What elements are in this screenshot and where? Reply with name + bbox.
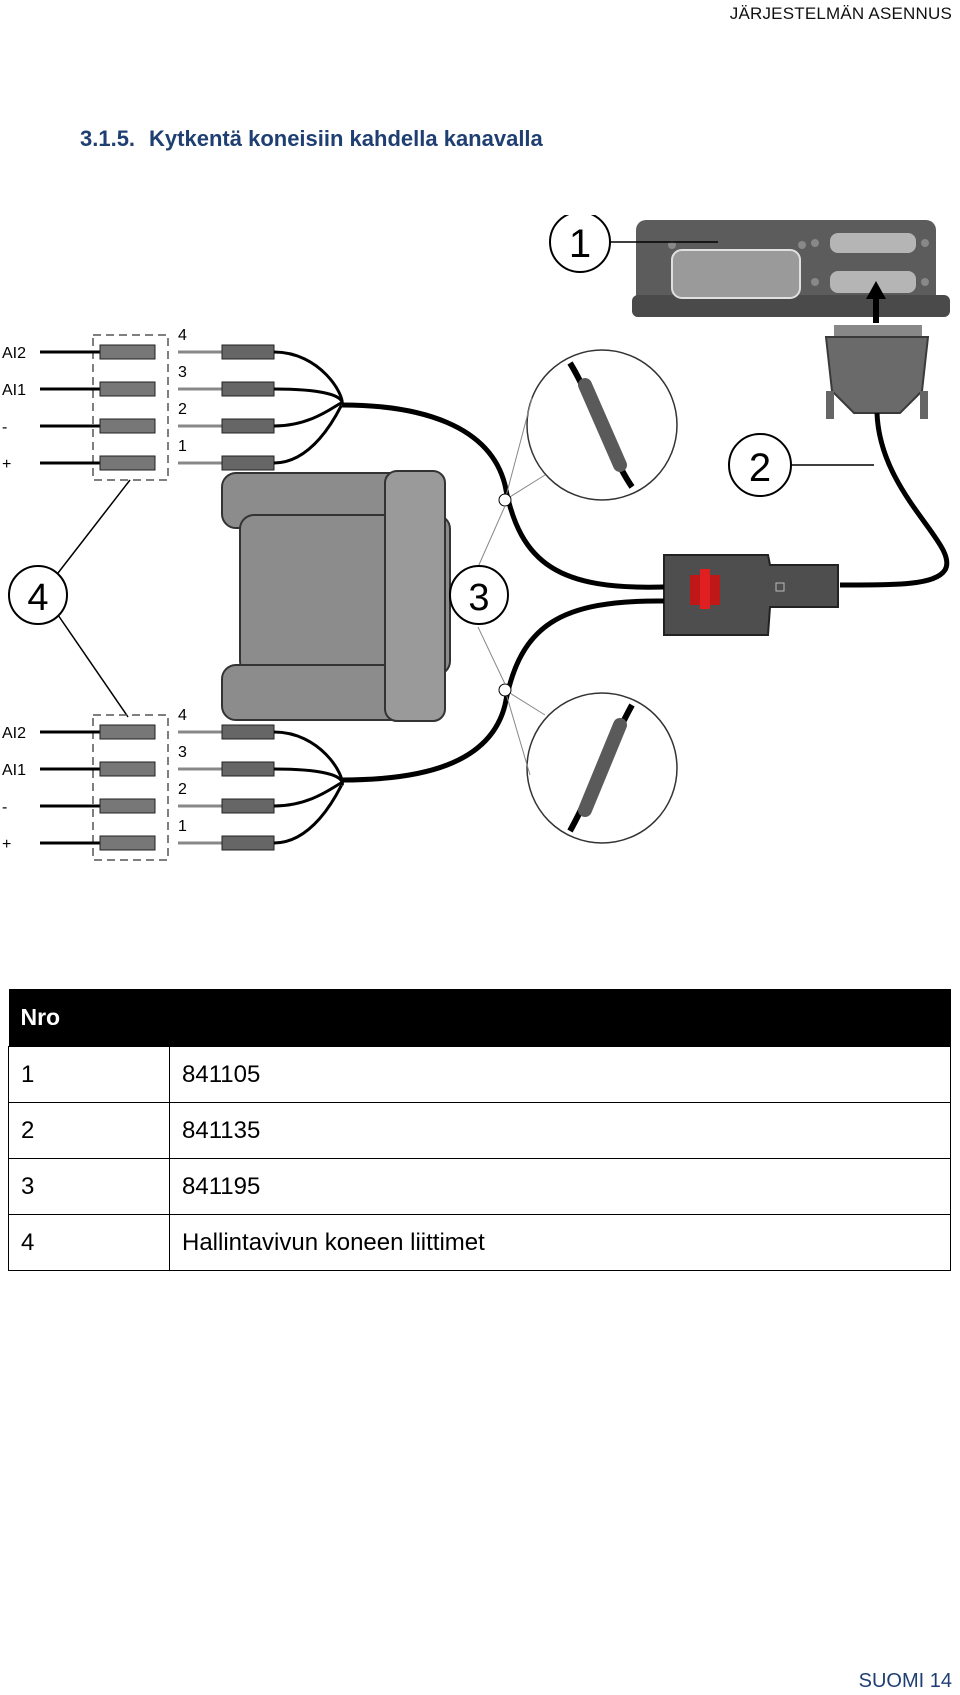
table-cell-desc: 841195 [169, 1158, 951, 1215]
machine-terminal [99, 381, 156, 397]
harness-plug [221, 724, 275, 740]
harness-wire [273, 782, 344, 845]
callout-2-label: 2 [749, 446, 771, 490]
terminal-label: - [2, 799, 7, 816]
pin-number: 2 [178, 401, 187, 418]
table-cell-nro: 2 [8, 1102, 170, 1159]
table-header-row: Nro [8, 989, 951, 1047]
machine-terminal [99, 724, 156, 740]
pin-number: 1 [178, 818, 187, 835]
parts-table: Nro 1 841105 2 841135 3 841195 4 Hallint… [8, 989, 951, 1271]
table-cell-nro: 4 [8, 1214, 170, 1271]
machine-terminal [99, 798, 156, 814]
cable-upper [341, 402, 665, 590]
harness-plug [221, 381, 275, 397]
column-header-desc [169, 989, 951, 1047]
seat [221, 470, 451, 722]
connect-arrow [866, 281, 886, 323]
detail-view-upper [498, 349, 678, 507]
harness-wire [273, 387, 344, 406]
column-header-nro: Nro [8, 989, 170, 1047]
table-cell-nro: 1 [8, 1046, 170, 1103]
pin-number: 1 [178, 438, 187, 455]
harness-wire [273, 767, 344, 786]
callout-4-label: 4 [27, 577, 48, 619]
terminal-label: + [2, 836, 11, 853]
table-row: 1 841105 [8, 1046, 951, 1103]
pin-number: 2 [178, 781, 187, 798]
machine-terminal [99, 418, 156, 434]
harness-plug [221, 418, 275, 434]
dsub-plug [824, 325, 930, 419]
page-footer: SUOMI 14 [858, 1670, 952, 1692]
terminal-box-upper [92, 334, 169, 481]
harness-plug [221, 761, 275, 777]
section-heading: 3.1.5. Kytkentä koneisiin kahdella kanava… [80, 126, 543, 152]
terminal-label: AI1 [2, 762, 26, 779]
table-row: 3 841195 [8, 1158, 951, 1215]
junction-connector [663, 554, 839, 636]
cable-lower [341, 598, 665, 783]
running-header: JÄRJESTELMÄN ASENNUS [729, 4, 952, 23]
table-cell-nro: 3 [8, 1158, 170, 1215]
terminal-label: AI2 [2, 345, 26, 362]
callout-3: 3 [449, 505, 509, 685]
callout-2: 2 [728, 433, 874, 497]
harness-wire [273, 402, 344, 465]
harness-wire [273, 350, 344, 406]
harness-plug [221, 344, 275, 360]
machine-terminal [99, 835, 156, 851]
wiring-diagram: 1 2 [2, 215, 950, 861]
callout-1: 1 [549, 215, 718, 273]
harness-wire [273, 730, 344, 786]
terminal-label: AI2 [2, 725, 26, 742]
pin-number: 4 [178, 327, 187, 344]
table-cell-desc: 841135 [169, 1102, 951, 1159]
table-cell-desc: Hallintavivun koneen liittimet [169, 1214, 951, 1271]
machine-terminal [99, 455, 156, 471]
control-unit [632, 220, 950, 317]
table-cell-desc: 841105 [169, 1046, 951, 1103]
harness-plug [221, 455, 275, 471]
pin-number: 4 [178, 707, 187, 724]
terminal-label: + [2, 456, 11, 473]
harness-plug [221, 835, 275, 851]
callout-4: 4 [8, 479, 131, 718]
table-row: 4 Hallintavivun koneen liittimet [8, 1214, 951, 1271]
pin-number: 3 [178, 364, 187, 381]
machine-terminal [99, 761, 156, 777]
section-title: Kytkentä koneisiin kahdella kanavalla [149, 126, 543, 151]
pin-number: 3 [178, 744, 187, 761]
section-number: 3.1.5. [80, 126, 136, 151]
table-row: 2 841135 [8, 1102, 951, 1159]
terminal-box-lower [92, 714, 169, 861]
machine-terminal [99, 344, 156, 360]
detail-view-lower [498, 683, 678, 844]
callout-1-label: 1 [569, 222, 591, 266]
terminal-label: - [2, 419, 7, 436]
callout-3-label: 3 [468, 577, 489, 619]
terminal-label: AI1 [2, 382, 26, 399]
cable-2 [839, 412, 950, 588]
harness-plug [221, 798, 275, 814]
